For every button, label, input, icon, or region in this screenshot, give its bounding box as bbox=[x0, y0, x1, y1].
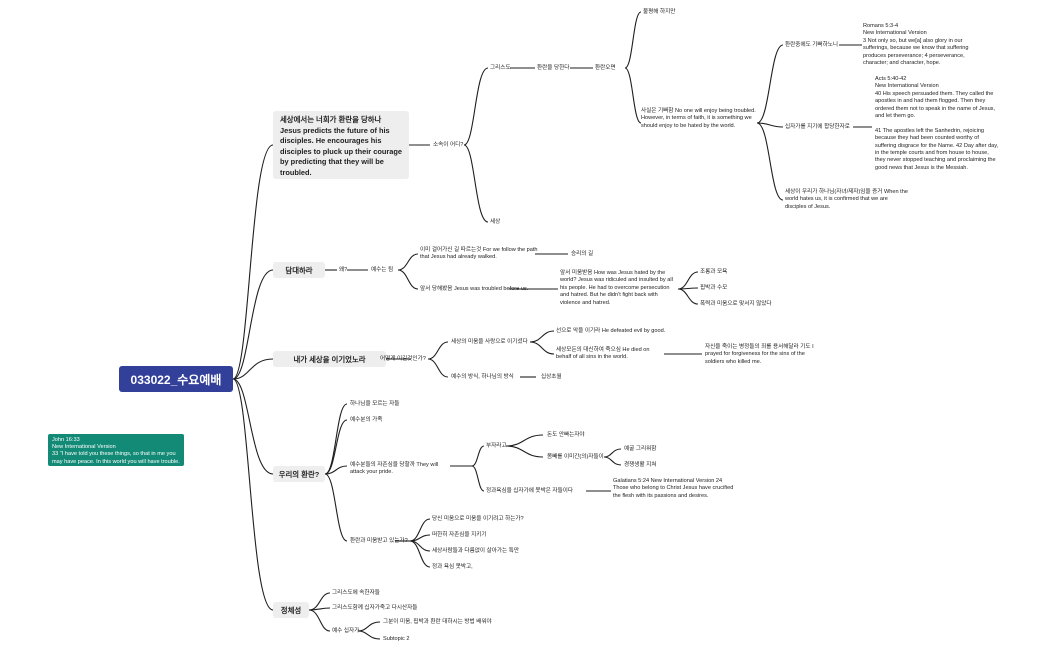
subtopic-family[interactable]: 예수분의 가족 bbox=[350, 417, 383, 423]
galatians-note[interactable]: Galatians 5:24 New International Version… bbox=[613, 478, 734, 499]
subtopic-like-world[interactable]: 세상사람들과 다름없이 살아가는 특만 bbox=[432, 548, 520, 554]
main-topic-label: 담대하라 bbox=[285, 265, 313, 275]
subtopic-belong-christ[interactable]: 그리스도에 속한자들 bbox=[332, 590, 380, 596]
subtopic-unbelievers[interactable]: 하나님을 모르는 자들 bbox=[350, 401, 400, 407]
subtopic-victory[interactable]: 승리의 길 bbox=[571, 251, 594, 257]
main-topic-identity[interactable]: 정체성 bbox=[273, 602, 309, 618]
subtopic-mock[interactable]: 조롱과 모욕 bbox=[700, 269, 728, 275]
main-topic-world-suffering[interactable]: 세상에서는 너희가 환란을 당하나 Jesus predicts the fut… bbox=[273, 111, 409, 179]
subtopic-jesus[interactable]: 예수는 됨 bbox=[371, 267, 394, 273]
subtopic-world[interactable]: 세상 bbox=[490, 219, 501, 225]
subtopic-worthy[interactable]: 십자가를 지기에 합당한자로 bbox=[785, 124, 850, 130]
subtopic-crucified[interactable]: 정과욕심을 십자가에 못박은 자들이다 bbox=[486, 488, 574, 494]
root-topic[interactable]: 033022_수요예배 bbox=[119, 366, 233, 392]
subtopic-before[interactable]: 앞서 당해봤음 Jesus was troubled before us. bbox=[420, 286, 529, 292]
subtopic-enjoy[interactable]: 사실은 기뻐함 No one will enjoy being troubled… bbox=[641, 108, 756, 129]
subtopic-learn-way[interactable]: 그분이 미움, 핍박과 환란 대하시는 방법 배워야 bbox=[383, 619, 492, 625]
subtopic-christ[interactable]: 그리스도 bbox=[490, 65, 511, 71]
subtopic-2[interactable]: Subtopic 2 bbox=[383, 636, 410, 642]
main-topic-our-trouble[interactable]: 우리의 환란? bbox=[273, 466, 325, 482]
subtopic-tired[interactable]: 경쟁생활 지쳐 bbox=[624, 462, 657, 468]
subtopic-defeat-evil[interactable]: 선으로 악을 이기라 He defeated evil by good. bbox=[556, 328, 666, 334]
subtopic-hated[interactable]: 환란과 미움받고 있는가? bbox=[350, 538, 408, 544]
subtopic-love-overcome[interactable]: 세상의 미움을 사랑으로 이기셨다 bbox=[451, 339, 528, 345]
subtopic-belong[interactable]: 소속이 어디? bbox=[433, 142, 464, 148]
subtopic-sacrifice[interactable]: 몸빼를 이미간(의)자들이 bbox=[547, 454, 604, 460]
subtopic-hate-with-hate[interactable]: 당신 미움으로 미움을 이기려고 하는가? bbox=[432, 516, 524, 522]
subtopic-died[interactable]: 세상모든의 대신하여 죽으심 He died on behalf of all … bbox=[556, 347, 650, 361]
note-callout[interactable]: John 16:33 New International Version 33 … bbox=[48, 434, 184, 472]
subtopic-keep-pride[interactable]: 떠한히 자존심을 지키기 bbox=[432, 532, 487, 538]
subtopic-no-violence[interactable]: 폭력과 미움으로 맞서지 않았다 bbox=[700, 301, 772, 307]
subtopic-why[interactable]: 왜? bbox=[339, 267, 348, 273]
subtopic-crucify-passion[interactable]: 정과 욕심 못박고, bbox=[432, 564, 473, 570]
romans-note[interactable]: Romans 5:3-4 New International Version 3… bbox=[863, 23, 969, 67]
subtopic-longing[interactable]: 예굴 그리워함 bbox=[624, 446, 657, 452]
note-text: John 16:33 New International Version 33 … bbox=[52, 437, 180, 472]
subtopic-persecution[interactable]: 핍박과 수모 bbox=[700, 285, 728, 291]
main-topic-label: 정체성 bbox=[280, 605, 302, 615]
subtopic-how-overcome[interactable]: 어떻게 이길것인가? bbox=[380, 356, 426, 362]
acts-note[interactable]: Acts 5:40-42 New International Version 4… bbox=[875, 76, 999, 171]
subtopic-transcend[interactable]: 십상초월 bbox=[541, 374, 562, 380]
subtopic-prayed[interactable]: 자신을 죽이는 병정들의 죄를 용서해달라 기도 I prayed for fo… bbox=[705, 344, 814, 365]
subtopic-how-hated[interactable]: 앞서 미움받음 How was Jesus hated by the world… bbox=[560, 270, 673, 306]
subtopic-suffer[interactable]: 환란을 당한다 bbox=[537, 65, 570, 71]
main-topic-label: 세상에서는 너희가 환란을 당하나 Jesus predicts the fut… bbox=[280, 115, 402, 177]
main-topic-label: 내가 세상을 이기었노라 bbox=[293, 354, 366, 364]
subtopic-complain[interactable]: 불평해 하지만 bbox=[643, 9, 676, 15]
subtopic-suffer-only[interactable]: 환란오면 bbox=[595, 65, 616, 71]
subtopic-money[interactable]: 돈도 안빠는자야 bbox=[547, 432, 585, 438]
subtopic-world-hates[interactable]: 세상이 우리가 하나님(자녀/제자)임을 증거 When the world h… bbox=[785, 189, 908, 210]
main-topic-overcome[interactable]: 내가 세상을 이기었노라 bbox=[273, 351, 386, 367]
subtopic-died-with-christ[interactable]: 그리스도함께 십자가죽고 다시산자들 bbox=[332, 605, 418, 611]
subtopic-rich[interactable]: 부자라고 bbox=[486, 443, 507, 449]
subtopic-jesus-cross[interactable]: 예수 십자가 bbox=[332, 628, 360, 634]
subtopic-jesus-way[interactable]: 예수의 방식, 하나님의 방식 bbox=[451, 374, 514, 380]
subtopic-pride[interactable]: 예수분들의 자존심을 당할까 They will attack your pri… bbox=[350, 462, 439, 476]
subtopic-rejoice[interactable]: 환란중에도 기뻐하노니 bbox=[785, 42, 839, 48]
subtopic-path[interactable]: 이미 걸어가신 길 따르는것 For we follow the path th… bbox=[420, 247, 538, 261]
main-topic-label: 우리의 환란? bbox=[278, 469, 320, 479]
main-topic-courage[interactable]: 담대하라 bbox=[273, 262, 325, 278]
